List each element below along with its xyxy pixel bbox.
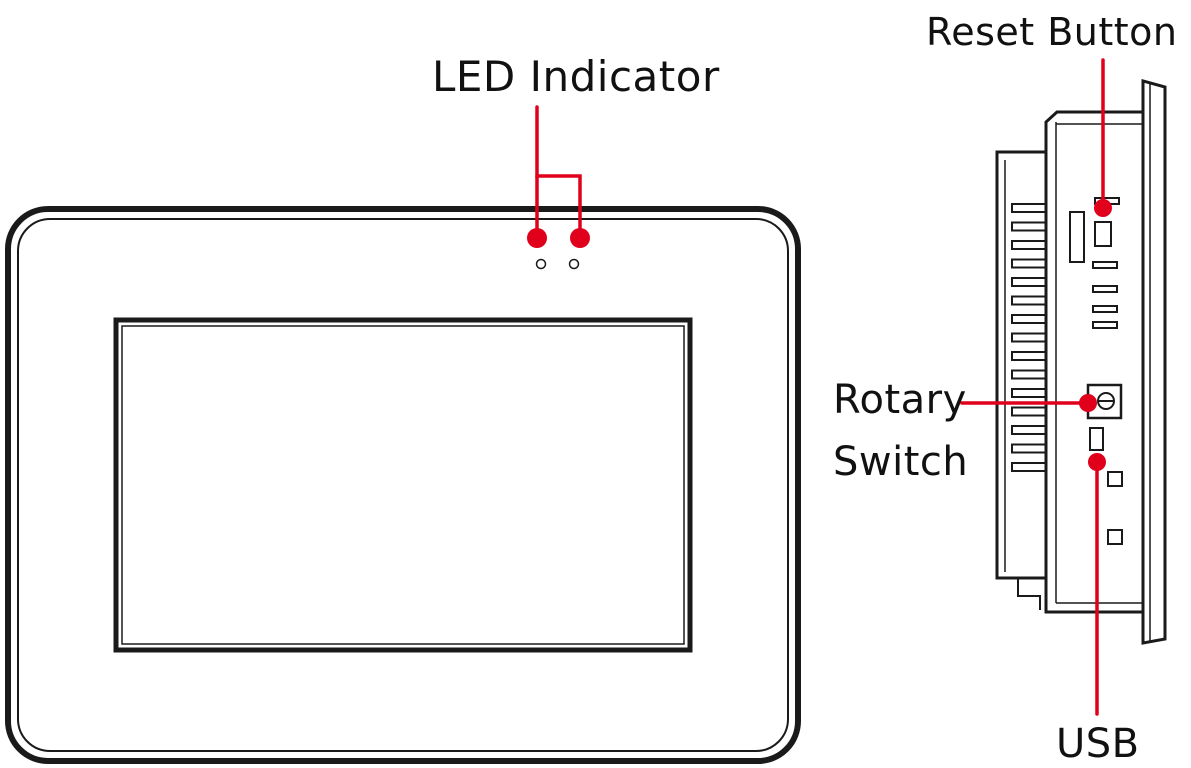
vent-slot bbox=[1011, 369, 1047, 380]
led-hole-left bbox=[535, 258, 547, 270]
vent-slot bbox=[1011, 203, 1047, 213]
vent-slot bbox=[1011, 406, 1047, 417]
side-bezel bbox=[1141, 79, 1167, 645]
vent-slot bbox=[1011, 332, 1047, 343]
side-slots bbox=[1092, 261, 1118, 329]
rotary-switch-label-line1: Rotary bbox=[833, 377, 967, 423]
vent-slot bbox=[1011, 221, 1047, 232]
front-bezel-inner bbox=[17, 218, 789, 752]
vent-slots bbox=[1011, 203, 1047, 472]
rotary-switch-knob bbox=[1097, 392, 1115, 410]
led-callout-dot-right bbox=[570, 228, 590, 248]
vent-slot bbox=[1011, 388, 1047, 398]
usb-callout-dot bbox=[1088, 453, 1106, 471]
vent-slot bbox=[1011, 425, 1047, 435]
led-leader-line bbox=[535, 105, 582, 238]
screen-frame bbox=[113, 317, 693, 653]
vent-slot bbox=[1011, 277, 1047, 287]
vent-slot bbox=[1011, 258, 1047, 269]
front-bezel-outer bbox=[5, 206, 801, 764]
rear-case bbox=[995, 150, 1046, 580]
front-view bbox=[5, 206, 801, 764]
vent-slot bbox=[1011, 351, 1047, 361]
reset-housing bbox=[1069, 211, 1085, 263]
reset-callout-dot bbox=[1094, 199, 1112, 217]
connector-2 bbox=[1107, 529, 1123, 545]
side-view bbox=[995, 79, 1167, 645]
led-hole-right bbox=[568, 258, 580, 270]
side-slot bbox=[1092, 305, 1118, 313]
side-body bbox=[1044, 110, 1143, 614]
side-slot bbox=[1092, 321, 1118, 329]
vent-slot bbox=[1011, 443, 1047, 454]
rotary-callout-dot bbox=[1079, 394, 1097, 412]
reset-switch bbox=[1094, 221, 1112, 247]
vent-slot bbox=[1011, 462, 1047, 472]
vent-slot bbox=[1011, 240, 1047, 250]
connector-1 bbox=[1107, 471, 1123, 487]
side-slot bbox=[1092, 261, 1118, 269]
usb-port bbox=[1089, 427, 1104, 451]
screen-area bbox=[121, 325, 685, 645]
callouts bbox=[535, 58, 1105, 716]
reset-button-label: Reset Button bbox=[926, 10, 1178, 54]
side-slot bbox=[1092, 285, 1118, 293]
rear-foot bbox=[1017, 578, 1041, 610]
led-indicator-label: LED Indicator bbox=[432, 52, 720, 101]
usb-label: USB bbox=[1056, 721, 1140, 767]
vent-slot bbox=[1011, 314, 1047, 324]
vent-slot bbox=[1011, 295, 1047, 306]
led-callout-dot-left bbox=[527, 228, 547, 248]
rotary-switch-label-line2: Switch bbox=[833, 439, 969, 485]
callout-dots bbox=[527, 199, 1112, 471]
